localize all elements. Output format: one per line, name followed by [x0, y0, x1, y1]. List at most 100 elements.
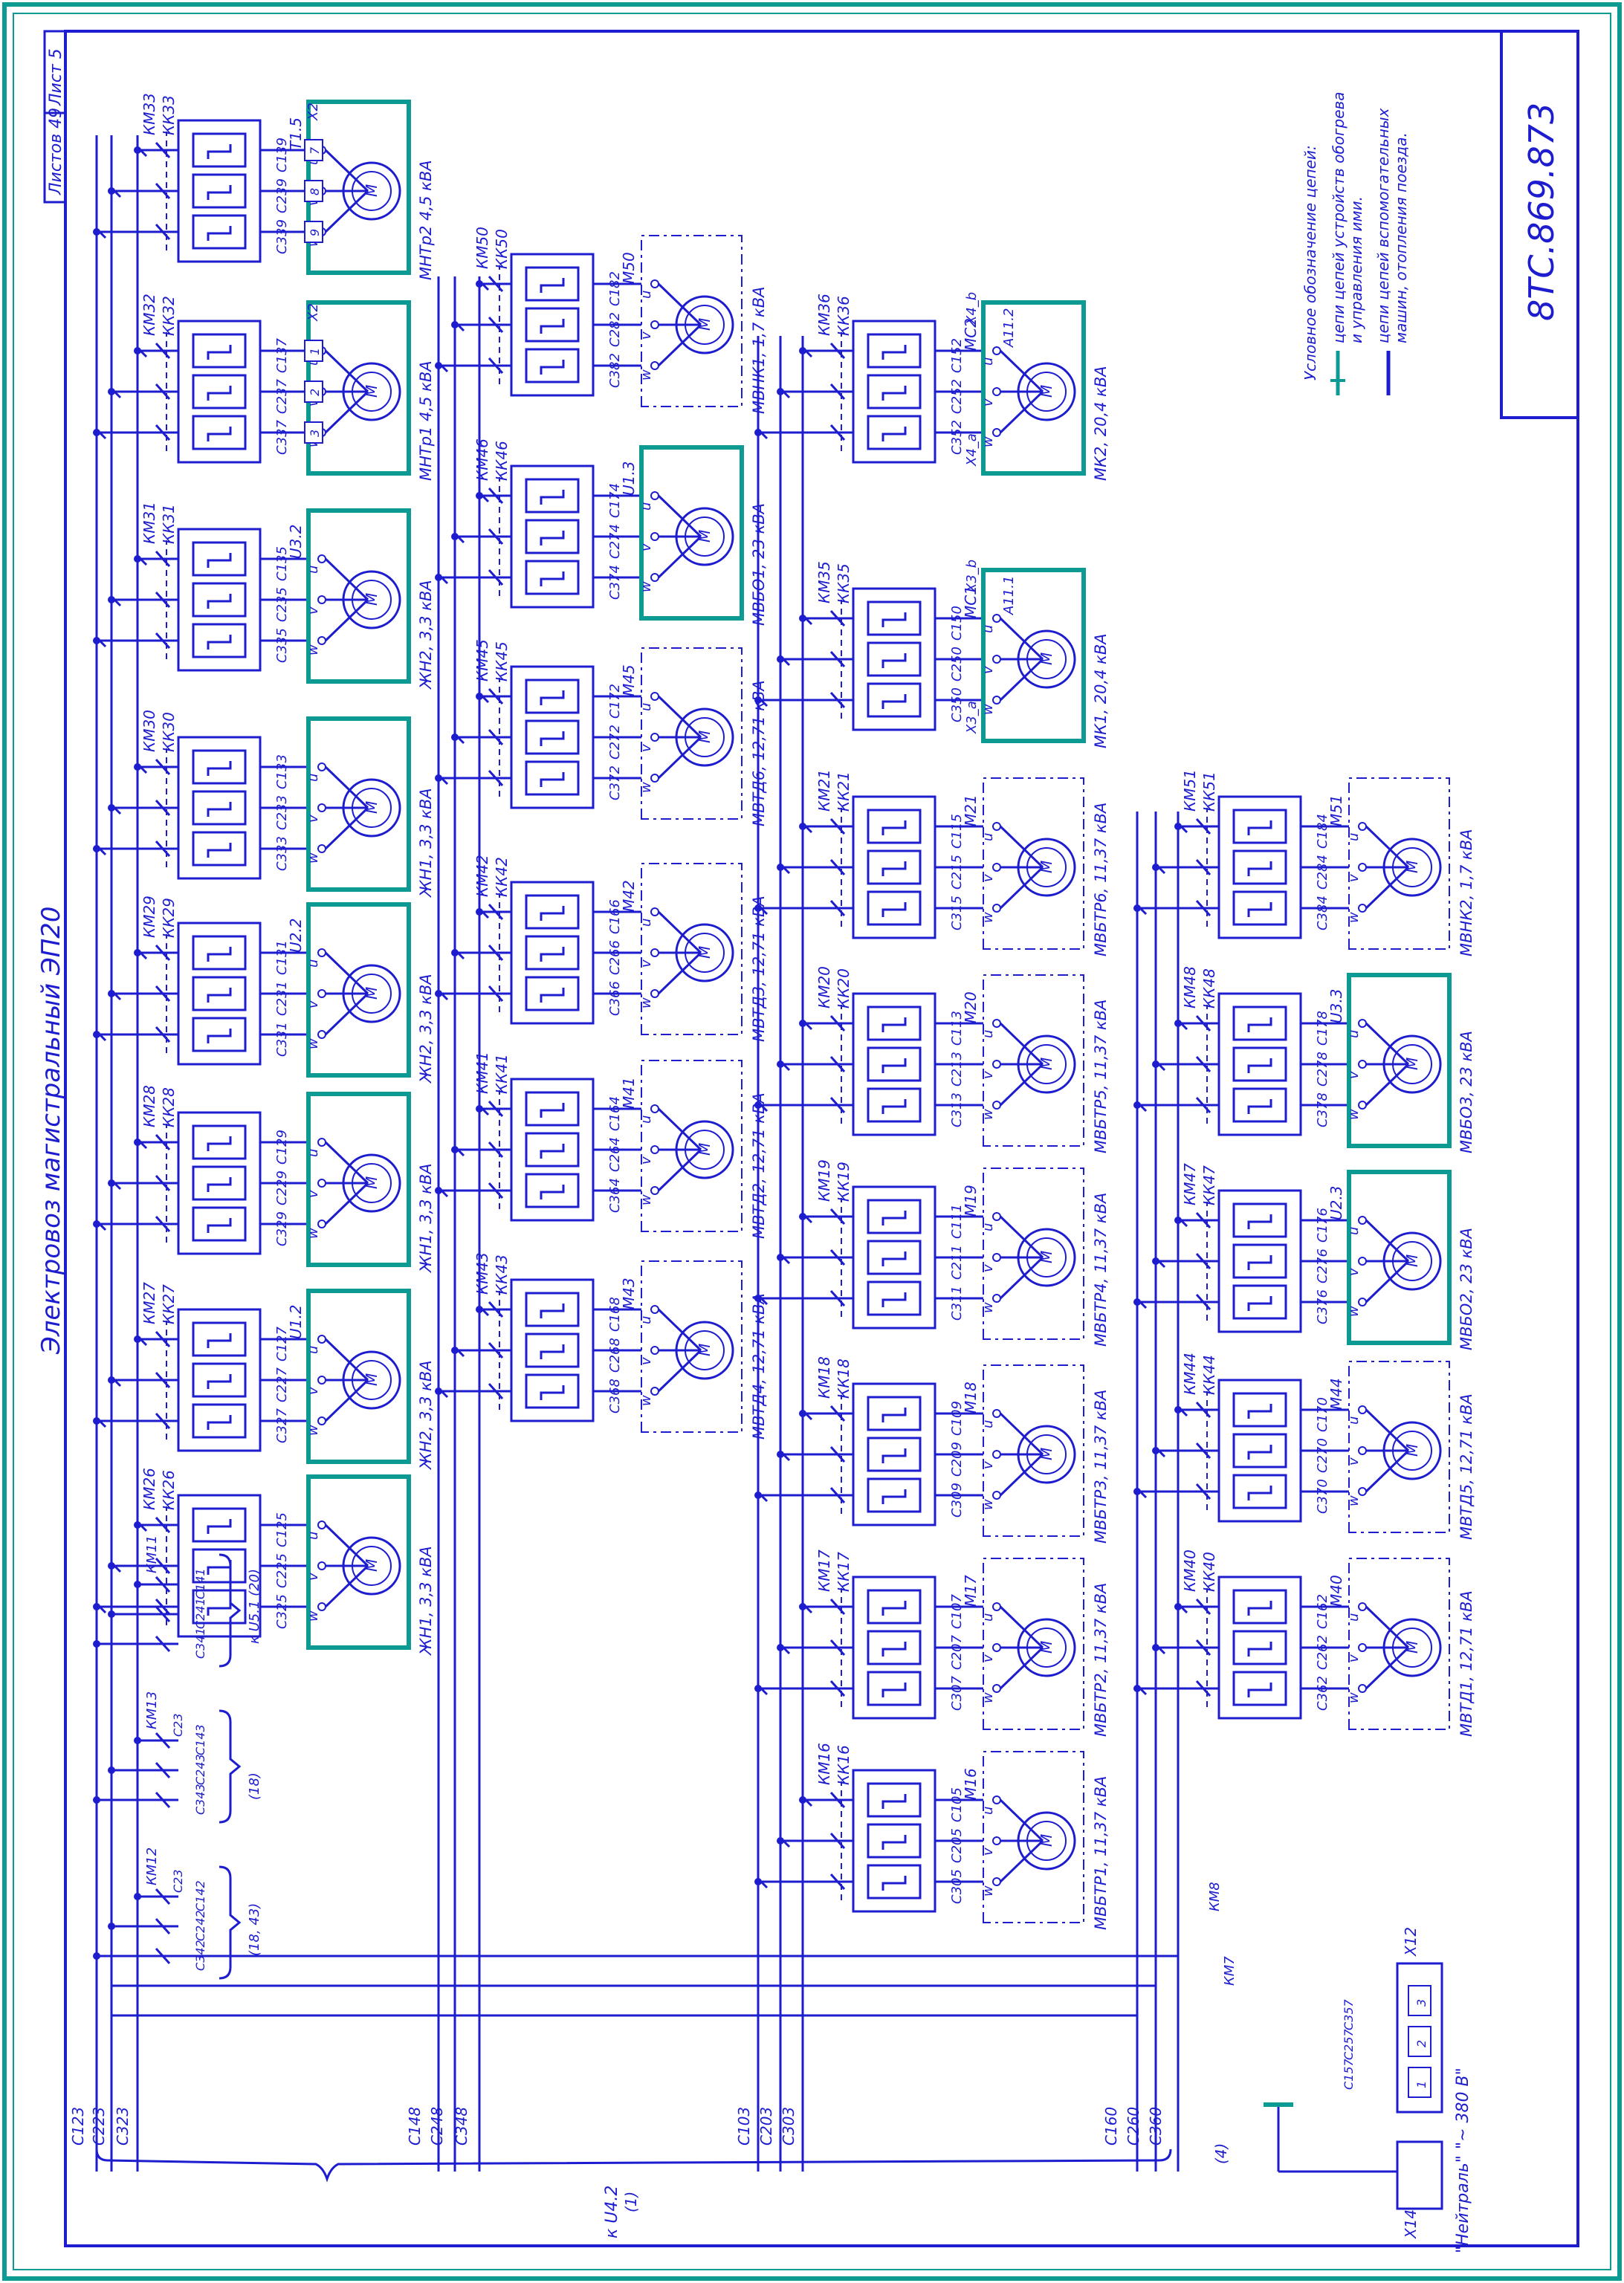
terminal-block — [304, 180, 323, 202]
arrow-tick — [782, 1453, 791, 1462]
ref-label: (18, 43) — [247, 1903, 262, 1956]
relay-symbol — [207, 427, 232, 441]
motor-enclosure — [983, 1751, 1084, 1923]
phase-label: w — [305, 1425, 321, 1436]
relay-symbol — [1247, 1214, 1272, 1229]
motor-icon — [1017, 362, 1076, 421]
terminal — [992, 822, 1001, 831]
legend: Условное обозначение цепей: цепи цепей у… — [1301, 91, 1410, 395]
km-label: КМ11 — [144, 1535, 160, 1573]
cable-label: С339 — [274, 219, 290, 254]
motor-icon-inner — [1392, 1431, 1432, 1471]
terminal — [992, 655, 1001, 664]
motor-icon-inner — [685, 1330, 725, 1370]
cable-label: С374 — [607, 565, 623, 600]
terminal — [317, 803, 326, 812]
motor-icon-inner — [1026, 1628, 1067, 1668]
cable-label: С278 — [1315, 1052, 1330, 1087]
relay-frame — [852, 1382, 936, 1526]
heater-element — [1232, 1087, 1287, 1123]
terminal — [317, 762, 326, 771]
relay-symbol — [207, 594, 232, 609]
phase-label: u — [1346, 1613, 1362, 1622]
motor-enclosure — [1348, 1361, 1450, 1533]
unit-ref: МС1 — [962, 586, 980, 618]
arrow-tick — [456, 951, 465, 960]
kk-label: КК29 — [160, 898, 178, 938]
arrow-tick — [481, 910, 490, 919]
unit-ref: U3.2 — [287, 525, 305, 559]
relay-symbol — [207, 553, 232, 568]
km-label: КМ31 — [140, 502, 158, 544]
arrow-tick — [804, 1605, 813, 1614]
heater-element — [867, 1630, 922, 1665]
cable-label: С382 — [607, 353, 623, 388]
relay-symbol — [207, 1374, 232, 1389]
motor-icon-inner — [352, 788, 392, 828]
connector-body — [1396, 1962, 1443, 2114]
load-label: ЖН2, 3,3 кВА — [417, 1360, 435, 1471]
relay-symbol — [881, 902, 907, 917]
relay-frame — [177, 1111, 262, 1255]
heater-element — [1232, 1474, 1287, 1509]
kk-label: КК18 — [835, 1359, 853, 1399]
motor-enclosure — [641, 647, 743, 820]
terminal — [1358, 1602, 1367, 1611]
relay-symbol — [540, 1344, 565, 1359]
motor-letter: М — [1403, 1058, 1421, 1070]
km-label: КМ48 — [1181, 966, 1199, 1008]
kk-label: КК30 — [160, 712, 178, 752]
wire — [657, 535, 702, 579]
relay-symbol — [1247, 1445, 1272, 1460]
cable-label: С272 — [607, 725, 623, 760]
arrow-tick — [456, 1349, 465, 1358]
arrow-tick — [113, 1379, 122, 1387]
arrow-tick — [1180, 1219, 1188, 1228]
kk-label: КК51 — [1200, 771, 1218, 812]
cable-label: С305 — [949, 1869, 965, 1904]
phase-label: w — [980, 1692, 996, 1703]
cable-label: С137 — [274, 338, 290, 373]
svg-text:машин, отопления поезда.: машин, отопления поезда. — [1392, 132, 1410, 343]
arrow-tick — [1180, 825, 1188, 834]
unit-ref: U1.3 — [620, 462, 638, 496]
phase-label: v — [638, 744, 654, 752]
relay-symbol — [881, 1835, 907, 1850]
terminal — [650, 1104, 659, 1113]
relay-frame — [1217, 795, 1302, 939]
km-label: КМ51 — [1181, 769, 1199, 812]
unit-ref: М16 — [962, 1768, 980, 1800]
unit-ref: М41 — [620, 1077, 638, 1109]
terminal — [1358, 1405, 1367, 1414]
terminal — [992, 1836, 1001, 1845]
phase-label: w — [1346, 1306, 1362, 1317]
heater-element — [192, 214, 247, 250]
phase-label: v — [980, 1071, 996, 1079]
motor-icon-inner — [1026, 1044, 1067, 1084]
load-label: МВБТР5, 11,37 кВА — [1092, 1000, 1110, 1153]
heater-element — [525, 266, 580, 302]
kk-label: КК16 — [835, 1745, 853, 1785]
wire — [1365, 1605, 1410, 1649]
cable-label: С241 — [193, 1598, 207, 1629]
pin — [1408, 2067, 1431, 2098]
cable-label: С352 — [949, 420, 965, 455]
terminal — [992, 614, 1001, 623]
terminal — [317, 1521, 326, 1529]
relay-symbol — [207, 1029, 232, 1043]
arrow-tick — [760, 699, 769, 707]
heater-element — [1232, 1589, 1287, 1625]
kk-label: КК36 — [835, 296, 853, 336]
unit-enclosure — [1347, 973, 1452, 1148]
phase-label: u — [980, 1030, 996, 1038]
arrow-tick — [1139, 1104, 1148, 1113]
phase-label: v — [305, 815, 321, 823]
heater-element — [867, 1199, 922, 1234]
terminal — [650, 948, 659, 957]
motor-icon — [1017, 1228, 1076, 1287]
unit-ref: U2.3 — [1327, 1186, 1345, 1220]
relay-symbol — [881, 1794, 907, 1809]
